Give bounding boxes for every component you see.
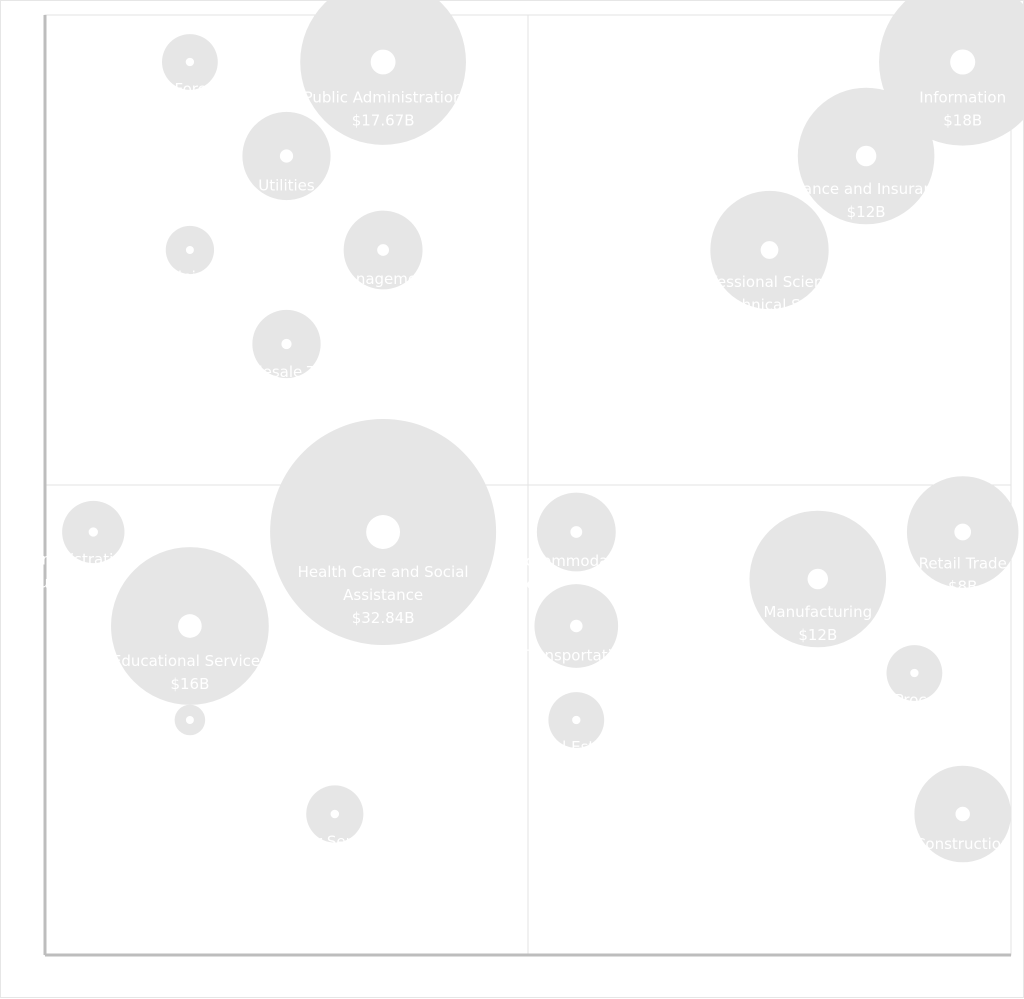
- bubble-center-dot: [570, 619, 583, 633]
- bubble-name-label: Utilities: [258, 177, 315, 195]
- bubble-name-label: Administrative and: [22, 551, 164, 569]
- bubble-construction: Construction: [914, 765, 1012, 863]
- bubble-name-label: Professional Scientific: [688, 273, 851, 291]
- bubble-educational-services: Educational Services $16B: [111, 547, 269, 705]
- bubble-name-label: Agriculture, Forestry, Fishing: [82, 80, 297, 98]
- bubble-center-dot: [366, 515, 401, 549]
- bubble-public-administration: Public Administration $17.67B: [300, 1, 466, 145]
- bubble-name-label: Wholesale Trade: [225, 363, 348, 381]
- bubble-name-label: Educational Services: [112, 652, 268, 670]
- bubble-center-dot: [377, 244, 390, 256]
- bubble-transportation-and-warehousing: Transportation$4.5B: [521, 584, 630, 710]
- bubble-wholesale-trade: Wholesale Trade: [225, 309, 348, 381]
- bubble-center-dot: [185, 57, 195, 67]
- bubble-name-label: Other Services: [279, 832, 390, 850]
- bubble-center-dot: [955, 806, 970, 822]
- bubble-mining: Mining: [165, 225, 215, 286]
- bubble-other-services: Other Services: [279, 785, 390, 850]
- bubble-agriculture-forestry-fishing: Agriculture, Forestry, Fishing: [82, 34, 297, 98]
- bubble-value-label: $12B: [798, 626, 837, 644]
- bubble-name-label: Accommodation: [516, 552, 638, 570]
- bubble-arts-and-recreation: Arts and Recreation: [116, 704, 264, 756]
- bubble-retail-trade: Retail Trade $8B: [906, 476, 1019, 595]
- bubble-center-dot: [178, 614, 202, 638]
- bubble-value-label: $8B: [948, 577, 977, 595]
- bubble-name-label: Information: [919, 89, 1006, 107]
- bubble-center-dot: [807, 568, 829, 590]
- bubble-name-label: Transportation: [521, 646, 630, 664]
- bubble-value-label: $17.67B: [352, 111, 415, 129]
- bubble-real-estate: Real Estate: [534, 692, 619, 756]
- bubble-center-dot: [572, 715, 581, 725]
- bubble-center-dot: [370, 49, 396, 75]
- bubble-center-dot: [279, 149, 294, 163]
- bubble-center-dot: [954, 523, 972, 541]
- bubble-center-dot: [185, 246, 194, 254]
- bubble-professional-scientific-and-technical-services: Professional Scientific and Technical Ser…: [685, 190, 855, 314]
- bubble-name-label: Assistance: [343, 586, 423, 604]
- bubble-name-label: Arts and Recreation: [116, 738, 264, 756]
- bubble-center-dot: [281, 338, 292, 350]
- bubble-center-dot: [330, 809, 340, 819]
- bubble-value-label: $12B: [847, 203, 886, 221]
- bubble-management: Management: [334, 210, 433, 290]
- bubble-center-dot: [88, 527, 98, 537]
- bubble-value-label: $18B: [943, 112, 982, 130]
- bubble-name-label: and Food Services: [508, 575, 645, 593]
- bubble-name-label: Data Processing: [854, 691, 975, 709]
- bubble-name-label: Management: [334, 270, 433, 288]
- bubble-name-label: and Technical Services: [685, 296, 855, 314]
- bubble-center-dot: [910, 668, 919, 678]
- bubble-name-label: Public Administration: [304, 88, 463, 106]
- bubble-value-label: $16B: [170, 675, 209, 693]
- bubble-name-label: Manufacturing: [763, 603, 872, 621]
- bubble-finance-and-insurance: Finance and Insurance $12B: [782, 87, 951, 225]
- bubble-name-label: Health Care and Social: [298, 563, 469, 581]
- bubble-name-label: Finance and Insurance: [782, 180, 951, 198]
- bubble-value-label: $32.84B: [352, 609, 415, 627]
- bubble-data-processing: Data Processing: [854, 645, 975, 709]
- bubble-name-label: Mining: [165, 268, 215, 286]
- bubble-center-dot: [185, 716, 194, 724]
- bubble-center-dot: [950, 49, 976, 75]
- bubble-utilities: Utilities: [242, 111, 331, 201]
- bubble-center-dot: [570, 526, 583, 538]
- bubble-manufacturing: Manufacturing $12B: [749, 510, 887, 648]
- bubble-center-dot: [855, 145, 877, 167]
- bubble-name-label: Construction: [915, 835, 1011, 853]
- bubble-name-label: Real Estate: [534, 738, 619, 756]
- bubble-name-label: Retail Trade: [919, 554, 1007, 572]
- bubble-center-dot: [760, 241, 779, 259]
